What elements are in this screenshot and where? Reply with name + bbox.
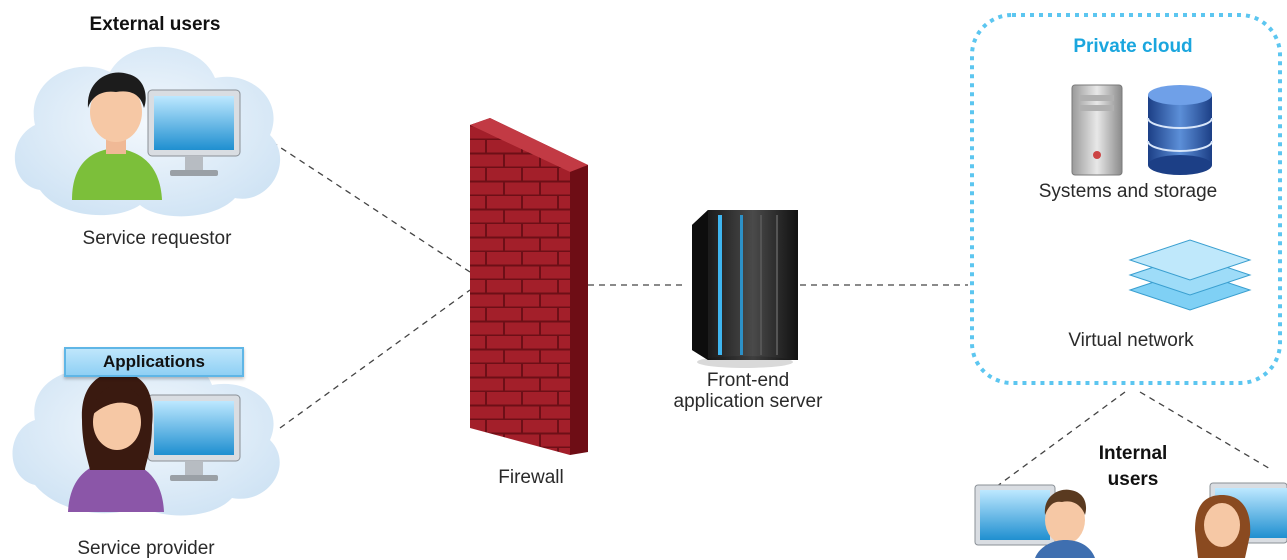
internal-users-label-line2: users (1107, 469, 1159, 490)
frontend-server-label-line1: Front-end (706, 370, 790, 391)
frontend-server-icon (692, 210, 798, 368)
connection-lines (271, 141, 1273, 496)
firewall-icon (470, 118, 588, 455)
external-users-title: External users (89, 14, 221, 35)
frontend-server-label-line2: application server (673, 391, 823, 412)
internal-users-label-line1: Internal (1098, 443, 1168, 464)
firewall-label: Firewall (498, 467, 564, 488)
virtual-network-label: Virtual network (1068, 330, 1194, 351)
requestor-to-firewall-line (271, 141, 471, 273)
female-user-purple-icon (68, 372, 164, 512)
provider-monitor-icon (147, 394, 241, 481)
service-provider-label: Service provider (77, 538, 215, 559)
systems-storage-label: Systems and storage (1038, 181, 1218, 202)
private-cloud-boundary (970, 13, 1282, 385)
male-user-green-icon (72, 72, 162, 200)
private-cloud-title: Private cloud (1073, 36, 1193, 57)
requestor-monitor-icon (147, 89, 241, 176)
cloud-to-internal-user-right-line (1139, 391, 1273, 471)
applications-badge: Applications (64, 347, 244, 377)
service-requestor-label: Service requestor (82, 228, 232, 249)
tower-server-icon (1071, 84, 1123, 176)
database-icon (1147, 85, 1213, 175)
virtual-network-layers-icon (1128, 239, 1252, 311)
internal-user-right-icon (1195, 482, 1287, 558)
internal-user-left-icon (974, 484, 1095, 558)
provider-to-firewall-line (279, 289, 471, 429)
cloud-to-internal-user-left-line (984, 391, 1126, 496)
